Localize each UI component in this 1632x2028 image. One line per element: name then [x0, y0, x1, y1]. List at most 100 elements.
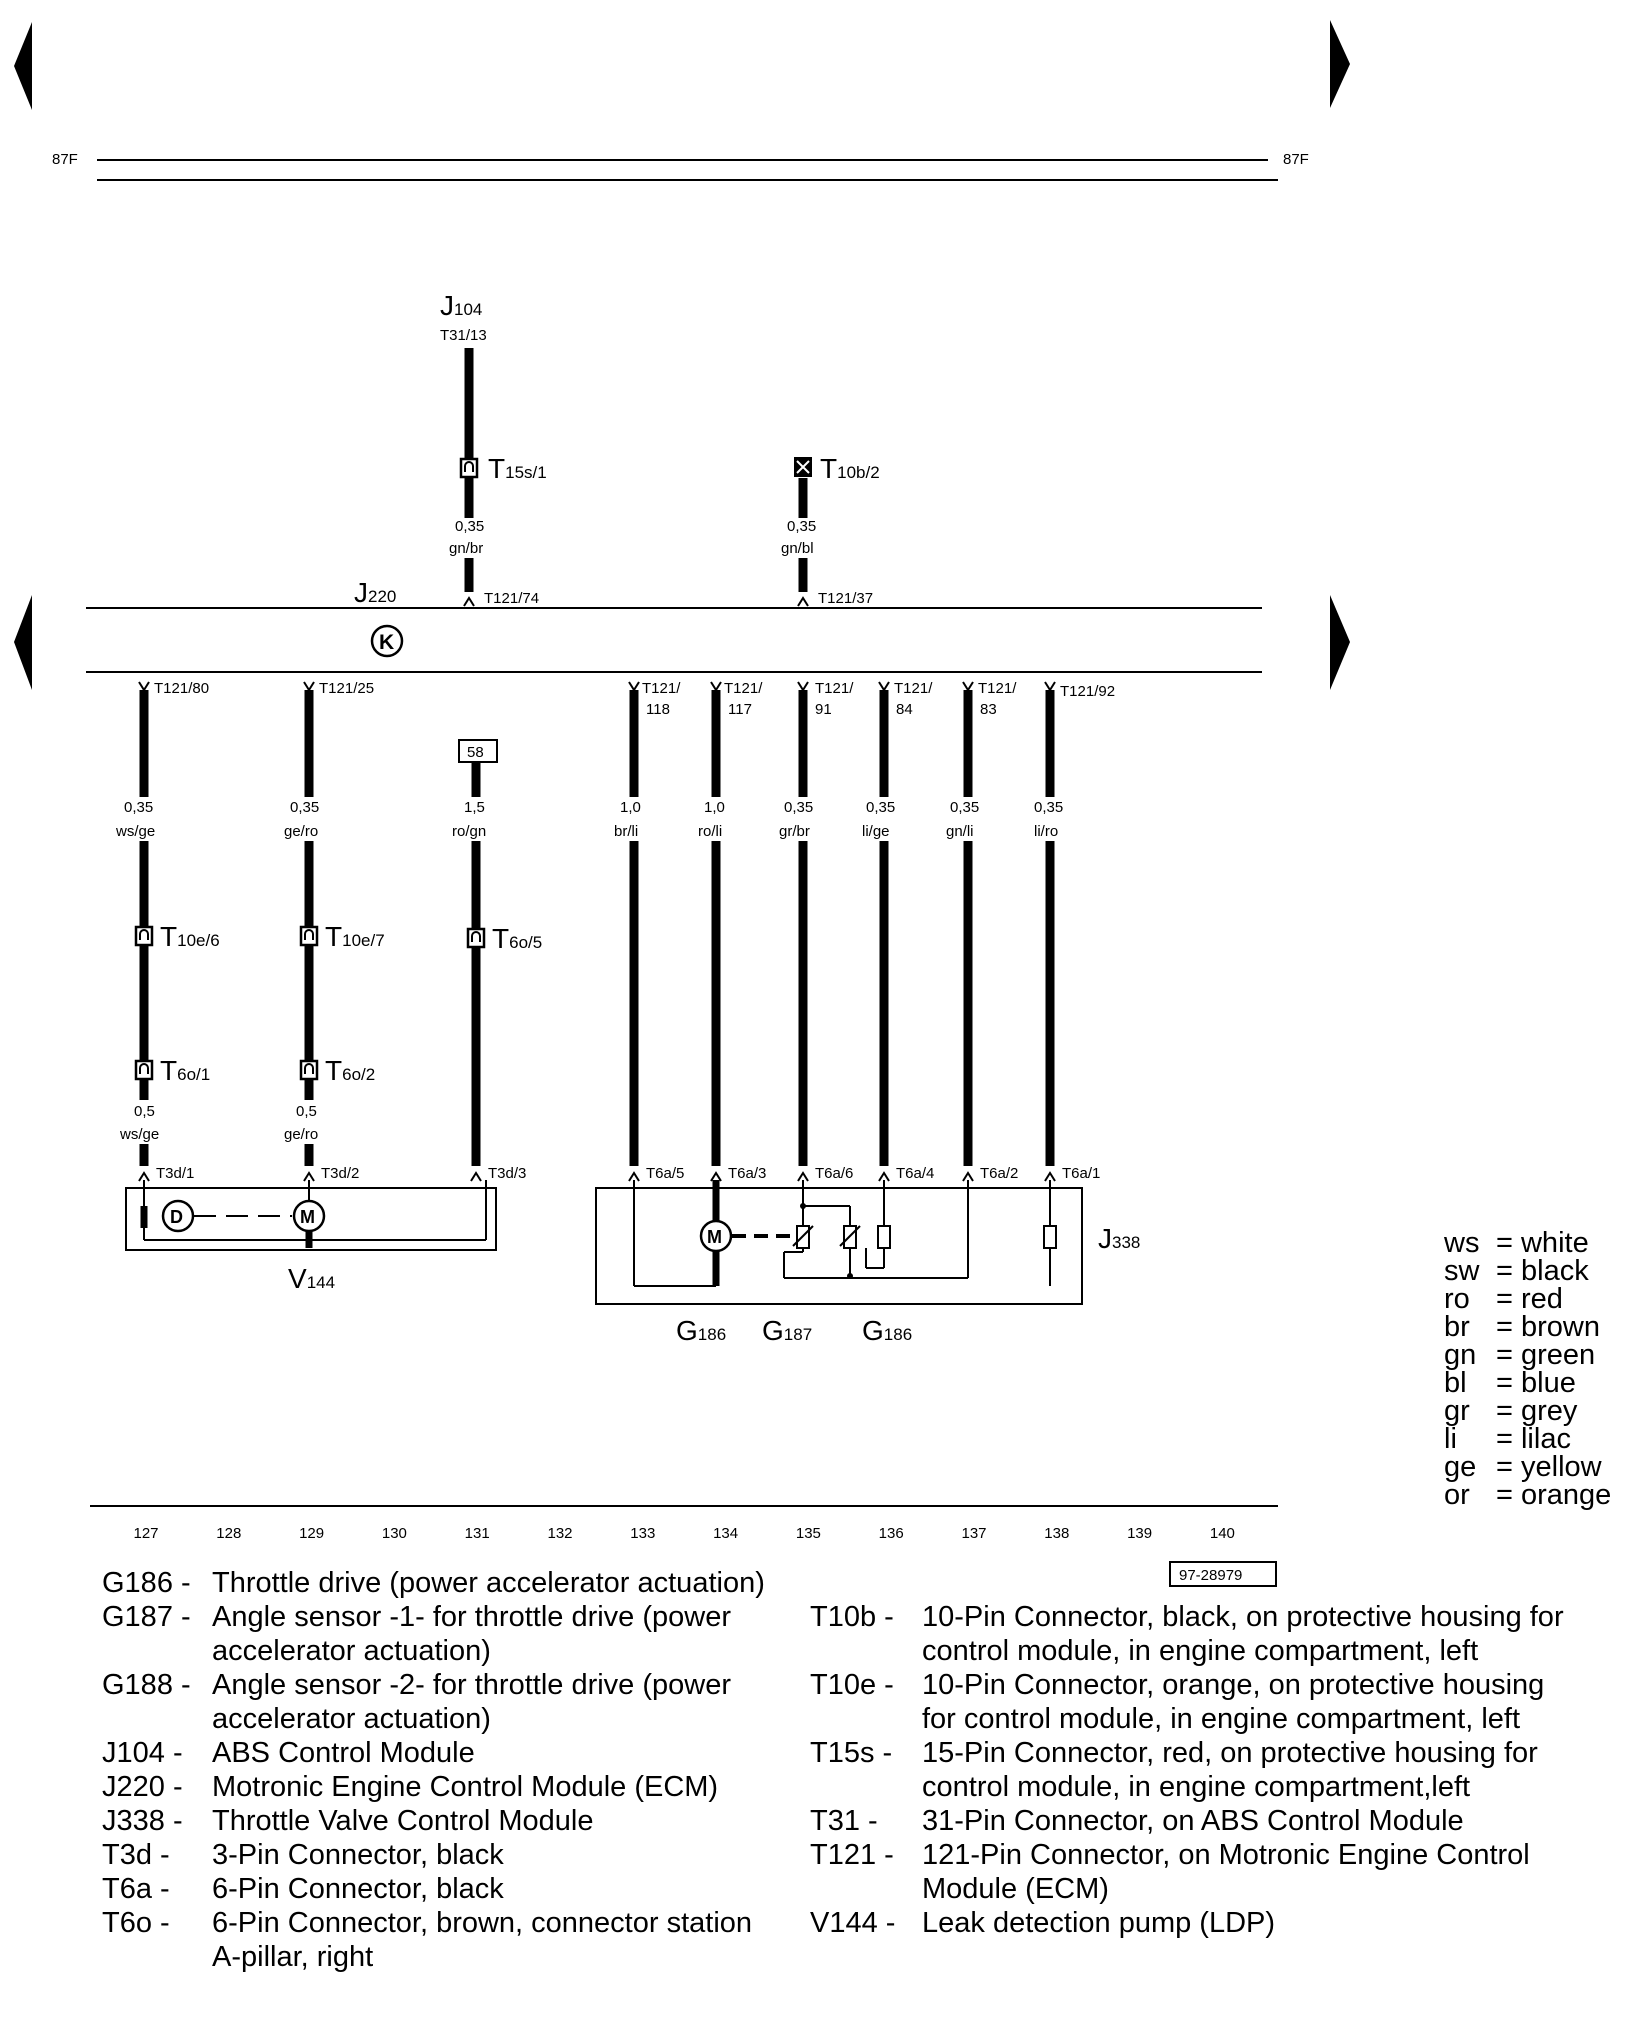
svg-text:gr/br: gr/br [779, 823, 810, 840]
part-description: Throttle Valve Control Module [212, 1805, 594, 1837]
legend-color-name: = red [1496, 1283, 1563, 1315]
page-back-arrow-icon[interactable] [14, 22, 32, 110]
svg-text:ro/li: ro/li [698, 823, 722, 840]
part-code: T15s - [810, 1737, 893, 1769]
svg-text:br/li: br/li [614, 823, 638, 840]
wire-t10b-color: gn/bl [781, 540, 814, 557]
svg-text:T121/: T121/ [642, 680, 681, 697]
header-ref-left: 87F [52, 151, 78, 168]
wire-t121-80: T121/80 0,35 ws/ge T10e/6 T6o/1 0,5 ws/g… [115, 680, 220, 1182]
scale-number: 130 [382, 1525, 407, 1542]
svg-text:1,0: 1,0 [620, 799, 641, 816]
svg-text:0,5: 0,5 [296, 1103, 317, 1120]
legend-row: ge= yellow [1444, 1451, 1611, 1483]
part-code: G187 - [102, 1601, 191, 1633]
part-row: T3d -3-Pin Connector, black [102, 1838, 782, 1872]
part-description: 121-Pin Connector, on Motronic Engine Co… [922, 1839, 1530, 1905]
legend-abbr: ge [1444, 1451, 1477, 1483]
part-code: T6a - [102, 1873, 170, 1905]
legend-row: gn= green [1444, 1341, 1611, 1370]
legend-color-name: = black [1496, 1255, 1589, 1287]
part-description: 10-Pin Connector, black, on protective h… [922, 1601, 1564, 1667]
page-forward-arrow-icon-2[interactable] [1330, 595, 1350, 690]
svg-text:T6a/6: T6a/6 [815, 1165, 853, 1182]
page-back-arrow-icon-2[interactable] [14, 595, 32, 690]
wire-t15s-pin: T121/74 [484, 590, 539, 607]
j104-pin: T31/13 [440, 327, 487, 344]
part-description: Leak detection pump (LDP) [922, 1907, 1276, 1939]
legend-color-name: = orange [1496, 1479, 1612, 1511]
svg-text:0,35: 0,35 [1034, 799, 1063, 816]
part-row: T6a - 6-Pin Connector, black [102, 1872, 782, 1906]
legend-row: or= orange [1444, 1479, 1612, 1511]
svg-text:T6o/1: T6o/1 [160, 1055, 210, 1086]
pump-motor-icon [292, 1199, 326, 1233]
part-description: Throttle drive (power accelerator actuat… [212, 1567, 765, 1599]
legend-color-name: = brown [1496, 1311, 1600, 1343]
svg-text:T121/: T121/ [978, 680, 1017, 697]
svg-text:T6a/4: T6a/4 [896, 1165, 934, 1182]
svg-text:T6o/5: T6o/5 [492, 923, 542, 954]
part-code: V144 - [810, 1907, 896, 1939]
legend-color-name: = lilac [1496, 1423, 1571, 1455]
k-symbol-text: K [379, 631, 394, 654]
legend-color-name: = white [1496, 1227, 1589, 1259]
v144-pump: D M V144 [125, 1180, 497, 1294]
part-code: T10e - [810, 1669, 894, 1701]
svg-text:T121/25: T121/25 [319, 680, 374, 697]
part-code: T6o - [102, 1907, 170, 1939]
scale-number: 139 [1127, 1525, 1152, 1542]
page-forward-arrow-icon[interactable] [1330, 20, 1350, 108]
svg-text:T121/: T121/ [894, 680, 933, 697]
scale-number: 133 [630, 1525, 655, 1542]
scale-number: 131 [465, 1525, 490, 1542]
g187-label: G187 [762, 1315, 812, 1346]
wire-t121-91: T121/ 91 0,35 gr/br T6a/6 [776, 680, 854, 1182]
svg-text:T3d/1: T3d/1 [156, 1165, 194, 1182]
svg-text:T6o/2: T6o/2 [325, 1055, 375, 1086]
part-code: G186 - [102, 1567, 191, 1599]
legend-abbr: br [1444, 1311, 1470, 1343]
svg-text:T121/80: T121/80 [154, 680, 209, 697]
svg-text:118: 118 [646, 701, 670, 718]
svg-text:M: M [707, 1227, 722, 1247]
scale-number: 138 [1044, 1525, 1069, 1542]
t15s-label: T15s/1 [488, 453, 547, 484]
svg-text:ro/gn: ro/gn [452, 823, 486, 840]
scale-number: 140 [1210, 1525, 1235, 1542]
scale-number: 136 [879, 1525, 904, 1542]
legend-abbr: li [1444, 1423, 1457, 1455]
svg-text:T121/: T121/ [724, 680, 763, 697]
svg-text:M: M [300, 1207, 315, 1227]
legend-row: gr = grey [1444, 1395, 1611, 1427]
part-description: 6-Pin Connector, black [212, 1873, 504, 1905]
legend-row: ws= white [1444, 1227, 1611, 1259]
t10b-label: T10b/2 [820, 453, 880, 484]
wire-t121-118: T121/ 118 1,0 br/li T6a/5 [608, 680, 684, 1182]
legend-color-name: = grey [1496, 1395, 1578, 1427]
part-description: 10-Pin Connector, orange, on protective … [922, 1669, 1545, 1735]
wire-58: 58 1,5 ro/gn T6o/5 T3d/3 [450, 739, 542, 1182]
part-row: T121 - 121-Pin Connector, on Motronic Eng… [810, 1838, 1570, 1906]
svg-text:li/ro: li/ro [1034, 823, 1058, 840]
header-ref-right: 87F [1283, 151, 1309, 168]
part-code: T121 - [810, 1839, 894, 1871]
svg-text:T6a/2: T6a/2 [980, 1165, 1018, 1182]
throttle-motor-icon [699, 1219, 733, 1253]
wire-t10b-pin: T121/37 [818, 590, 873, 607]
legend-abbr: sw [1444, 1255, 1480, 1287]
svg-text:ge/ro: ge/ro [284, 823, 318, 840]
part-row: J104 -ABS Control Module [102, 1736, 782, 1770]
wire-t15s-size: 0,35 [455, 518, 484, 535]
svg-text:58: 58 [467, 744, 484, 761]
part-row: T10b -10-Pin Connector, black, on protec… [810, 1600, 1570, 1668]
legend-abbr: gr [1444, 1395, 1470, 1427]
legend-abbr: bl [1444, 1367, 1467, 1399]
part-row: J338 -Throttle Valve Control Module [102, 1804, 782, 1838]
k-symbol-icon [370, 624, 404, 658]
svg-text:T6a/3: T6a/3 [728, 1165, 766, 1182]
part-description: 6-Pin Connector, brown, connector statio… [212, 1907, 753, 1973]
g186-label: G186 [676, 1315, 726, 1346]
